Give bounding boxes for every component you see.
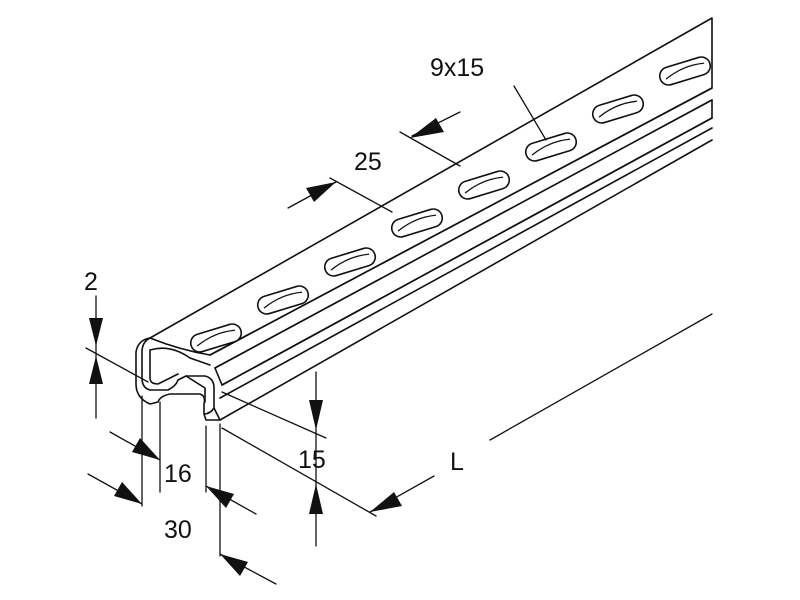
- extension-line: [221, 391, 327, 439]
- arrow-head: [132, 438, 160, 460]
- dimension-thickness: 2: [84, 268, 149, 419]
- dimension-hole-size: 9x15: [430, 54, 547, 141]
- extension-line: [399, 131, 461, 167]
- profile-inner-lip-left: [149, 349, 179, 385]
- arrow-head: [309, 484, 323, 514]
- slot-hole: [457, 170, 511, 200]
- profile-lip-face: [203, 407, 221, 421]
- slot-hole: [658, 56, 712, 86]
- dimension-length: L: [369, 313, 713, 513]
- rail-side-face: [214, 99, 713, 386]
- arrow-head: [306, 182, 336, 202]
- slot-holes: [189, 56, 712, 353]
- slot-hole: [390, 208, 444, 238]
- rail-top-inner-edge-1: [209, 87, 713, 356]
- dimension-profile-width: 30: [87, 395, 277, 585]
- length-label: L: [450, 448, 464, 476]
- pitch-label: 25: [354, 148, 382, 176]
- hole-size-label: 9x15: [430, 54, 484, 82]
- arrow-head: [220, 554, 248, 576]
- rail-body: [135, 17, 713, 421]
- arrow-head: [370, 492, 402, 512]
- extension-line: [329, 177, 393, 213]
- extension-line: [221, 427, 377, 517]
- profile-height-label: 15: [298, 446, 326, 474]
- slot-hole: [189, 323, 243, 353]
- slot-hole: [524, 132, 578, 162]
- rail-lower-edge-1: [221, 117, 713, 386]
- slot-hole: [256, 285, 310, 315]
- arrow-head: [89, 356, 103, 384]
- dimension-pitch: 25: [287, 111, 461, 213]
- rail-lower-edge-2: [219, 127, 713, 399]
- dimension-profile-height: 15: [221, 371, 377, 547]
- arrow-head: [309, 400, 323, 430]
- slot-hole: [323, 247, 377, 277]
- profile-inner-lip-right: [185, 375, 206, 403]
- slot-width-label: 16: [164, 460, 192, 488]
- leader-line: [513, 85, 547, 141]
- profile-top-return: [149, 347, 211, 366]
- thickness-label: 2: [84, 268, 98, 296]
- profile-width-label: 30: [164, 516, 192, 544]
- dimension-slot-width: 16: [109, 401, 257, 515]
- arrow-head: [114, 482, 142, 504]
- slot-hole: [591, 94, 645, 124]
- dimension-line: [489, 313, 713, 441]
- profile-cross-section: [135, 337, 215, 415]
- rail-bottom-edge: [219, 139, 713, 421]
- arrow-head: [410, 118, 444, 138]
- arrow-head: [89, 318, 103, 346]
